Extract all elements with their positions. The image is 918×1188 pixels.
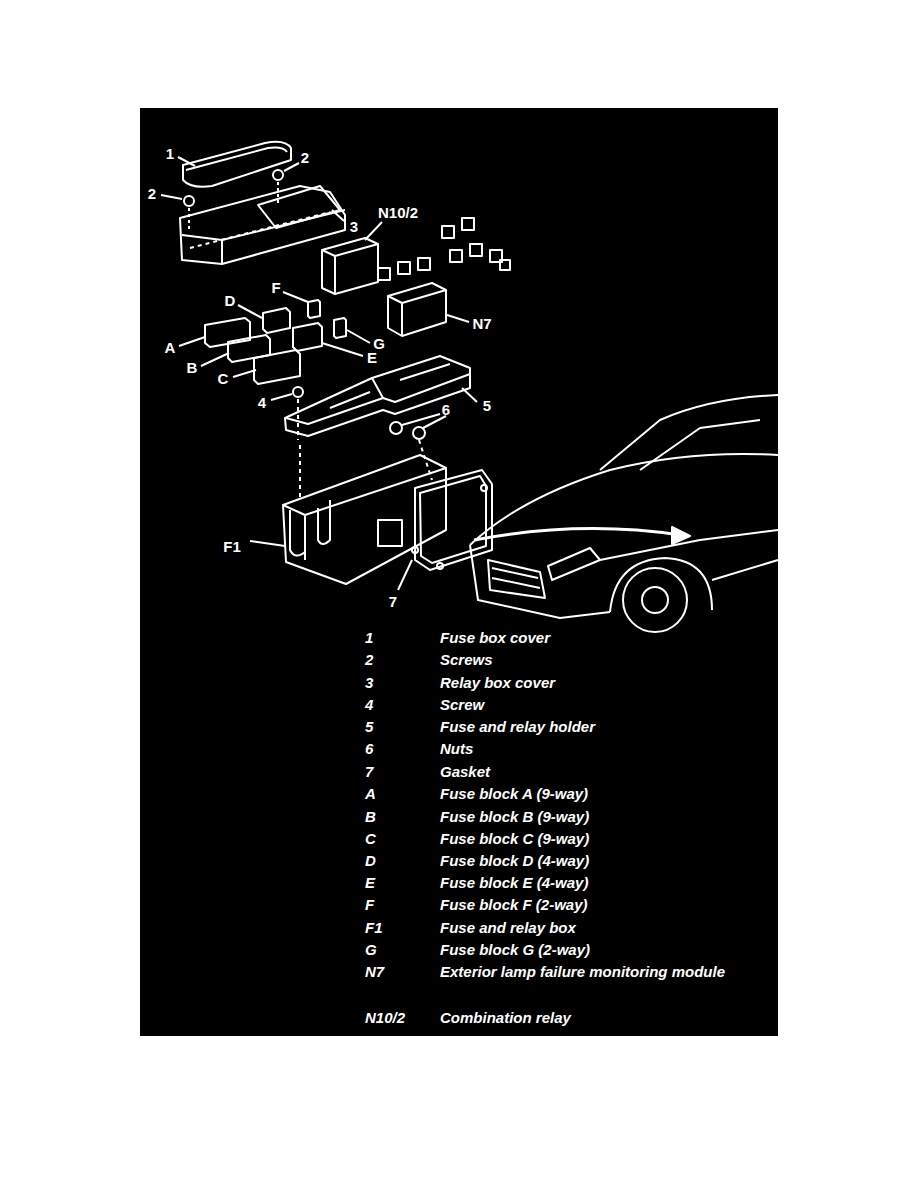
legend-key: 5 bbox=[365, 715, 373, 738]
callout-number: 7 bbox=[389, 593, 397, 610]
legend-description: Screw bbox=[440, 693, 730, 716]
legend-description: Relay box cover bbox=[440, 671, 730, 694]
legend-description: Fuse block G (2-way) bbox=[440, 938, 730, 961]
legend-key: G bbox=[365, 938, 377, 961]
legend-description: Nuts bbox=[440, 737, 730, 760]
callout-number: 1 bbox=[166, 145, 174, 162]
legend-key: 4 bbox=[365, 693, 373, 716]
legend-description: Fuse block B (9-way) bbox=[440, 805, 730, 828]
legend-key: F bbox=[365, 893, 374, 916]
legend-key: C bbox=[365, 827, 376, 850]
legend-description: Fuse block A (9-way) bbox=[440, 782, 730, 805]
legend-description: Fuse block C (9-way) bbox=[440, 827, 730, 850]
legend-description: Screws bbox=[440, 648, 730, 671]
legend-description: Fuse block F (2-way) bbox=[440, 893, 730, 916]
legend-key: N10/2 bbox=[365, 1006, 405, 1029]
legend-description: Combination relay bbox=[440, 1006, 730, 1029]
callout-number: 5 bbox=[483, 397, 491, 414]
callout-number: N7 bbox=[472, 315, 491, 332]
callout-number: 2 bbox=[301, 149, 309, 166]
legend-description: Fuse block D (4-way) bbox=[440, 849, 730, 872]
callout-number: B bbox=[187, 359, 198, 376]
legend-key: F1 bbox=[365, 916, 383, 939]
legend-key: 2 bbox=[365, 648, 373, 671]
callout-number: F bbox=[271, 279, 280, 296]
legend-description: Fuse box cover bbox=[440, 626, 730, 649]
legend-key: 6 bbox=[365, 737, 373, 760]
legend-key: E bbox=[365, 871, 375, 894]
legend-key: B bbox=[365, 805, 376, 828]
callout-number: G bbox=[373, 335, 385, 352]
legend-description: Fuse and relay holder bbox=[440, 715, 730, 738]
legend-key: 7 bbox=[365, 760, 373, 783]
legend-key: 1 bbox=[365, 626, 373, 649]
callout-number: F1 bbox=[223, 538, 241, 555]
callout-number: A bbox=[165, 339, 176, 356]
callout-number: 3 bbox=[350, 218, 358, 235]
legend-description: Exterior lamp failure monitoring module bbox=[440, 960, 730, 983]
callout-number: 2 bbox=[148, 185, 156, 202]
callout-number: 4 bbox=[258, 394, 266, 411]
legend-description: Gasket bbox=[440, 760, 730, 783]
callout-number: 6 bbox=[442, 401, 450, 418]
callout-number: C bbox=[218, 370, 229, 387]
legend-key: 3 bbox=[365, 671, 373, 694]
callout-number: N10/2 bbox=[378, 204, 418, 221]
callout-number: D bbox=[225, 292, 236, 309]
legend-key: A bbox=[365, 782, 376, 805]
legend-key: D bbox=[365, 849, 376, 872]
legend-description: Fuse block E (4-way) bbox=[440, 871, 730, 894]
legend-key: N7 bbox=[365, 960, 384, 983]
legend-description: Fuse and relay box bbox=[440, 916, 730, 939]
